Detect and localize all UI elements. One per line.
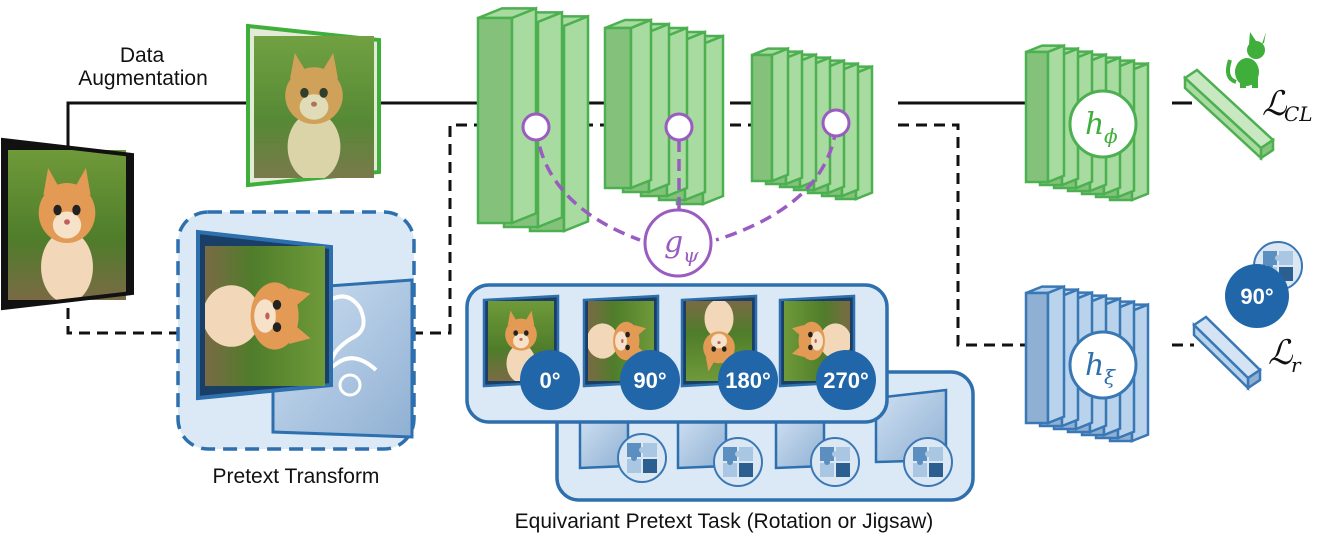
feature-tap-1 (521, 112, 551, 142)
g-psi-base: g (664, 225, 683, 260)
loss-r-base: ℒ (1268, 333, 1294, 373)
shared-encoder (476, 6, 874, 233)
puzzle-icon-1 (617, 433, 667, 483)
rotation-badge-4 (816, 350, 876, 410)
g-psi-sub: ψ (683, 243, 699, 267)
rotation-label-4: 270° (823, 368, 869, 393)
encoder-stage2-layer-1 (603, 18, 653, 190)
rotation-panel: 0° 90° 180° 270° (465, 283, 889, 424)
rotation-output-bar (1192, 315, 1262, 391)
rotation-thumb-4: 270° (778, 294, 876, 410)
encoder-stage3-layer-1 (750, 46, 790, 183)
feature-tap-points (521, 108, 851, 142)
rotation-label-3: 180° (725, 368, 771, 393)
predicted-rotation: 90° (1225, 241, 1303, 328)
feature-tap-3 (821, 108, 851, 138)
data-augmentation-label-line1: Data (120, 44, 165, 67)
rotation-badge-2 (620, 350, 680, 410)
rotation-label-1: 0° (539, 368, 560, 393)
augmented-image (246, 23, 381, 188)
puzzle-icon-4 (903, 437, 953, 487)
h-xi-base: h (1085, 348, 1104, 383)
loss-r-sub: r (1291, 353, 1302, 377)
rotated-image (196, 229, 333, 401)
cat-silhouette-icon (1226, 32, 1266, 88)
rotation-label-2: 90° (633, 368, 666, 393)
h-xi-layer-1 (1024, 284, 1066, 425)
pretext-transform-label: Pretext Transform (213, 465, 380, 488)
rotation-thumb-3: 180° (680, 294, 778, 410)
rotation-thumbnails: 0° 90° 180° 270° (482, 294, 876, 410)
g-psi-node: g ψ (643, 208, 713, 278)
equivariant-task-label: Equivariant Pretext Task (Rotation or Ji… (515, 510, 934, 533)
loss-contrastive: ℒ CL (1262, 84, 1313, 126)
h-phi-base: h (1085, 107, 1104, 142)
loss-cl-base: ℒ (1262, 84, 1288, 124)
h-phi-layer-1 (1024, 43, 1066, 184)
encoder-stage1-layer-1 (476, 6, 538, 225)
rotation-badge-1 (520, 350, 580, 410)
g-psi-connections (534, 127, 838, 242)
contrastive-output-bar (1182, 68, 1276, 161)
h-phi-node: h ϕ (1068, 89, 1138, 159)
rotation-badge-3 (718, 350, 778, 410)
puzzle-icon-3 (810, 437, 860, 487)
h-xi-node: h ξ (1068, 330, 1138, 400)
feature-tap-2 (664, 112, 694, 142)
data-augmentation-label-line2: Augmentation (78, 67, 208, 90)
predicted-rotation-label: 90° (1240, 284, 1273, 309)
rotation-thumb-1: 0° (482, 294, 580, 410)
input-image (0, 137, 134, 311)
loss-cl-sub: CL (1284, 102, 1313, 126)
pretext-transform-panel (176, 210, 416, 451)
rotation-thumb-2: 90° (582, 294, 680, 410)
puzzle-icon-2 (713, 437, 763, 487)
loss-rotation: ℒ r (1268, 333, 1302, 377)
h-phi-sub: ϕ (1104, 124, 1118, 148)
h-xi-sub: ξ (1104, 365, 1116, 389)
